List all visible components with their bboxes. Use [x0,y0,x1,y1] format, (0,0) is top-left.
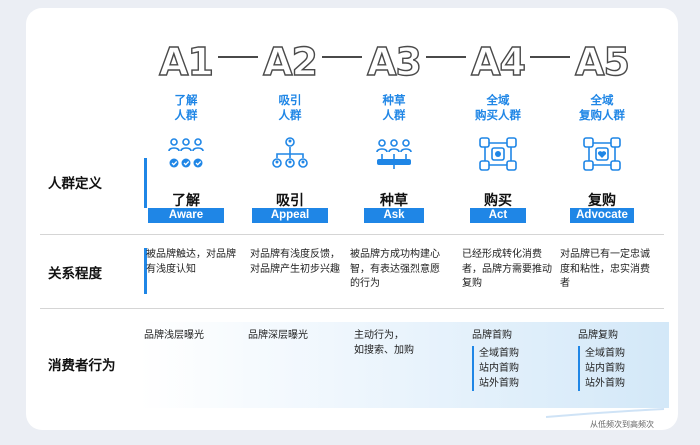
row-label-behavior: 消费者行为 [48,358,116,373]
behavior-a5-item: 全域首购 [585,348,625,359]
connector-line [218,56,258,58]
stage-tag-ask: Ask [364,208,424,223]
stage-cn-a5: 复购 [588,192,616,208]
stage-code-a3: A3 [366,39,422,84]
connector-line [426,56,466,58]
stage-name-a3: 种草 人群 [382,95,406,122]
behavior-a5-list: 全域首购 站内首购 站外首购 [578,346,625,391]
stage-name-a4: 全域 购买人群 [475,95,521,122]
group-connected-heart-icon [583,137,621,171]
divider [40,234,664,235]
behavior-a5-item: 站外首购 [585,378,625,389]
row-label-relation: 关系程度 [48,266,102,281]
row-marker [144,248,147,294]
behavior-a4-item: 全域首购 [479,348,519,359]
behavior-a5-item: 站内首购 [585,363,625,374]
row-label-definition: 人群定义 [48,176,102,191]
behavior-a4-item: 站外首购 [479,378,519,389]
stage-name-a5: 全域 复购人群 [579,95,625,122]
connector-line [530,56,570,58]
stage-code-a5: A5 [574,39,630,84]
stage-tag-aware: Aware [148,208,224,223]
diagram-card: A1 A2 A3 A4 A5 了解 人群 吸引 人群 种草 人群 全域 购买人群… [26,8,678,430]
stage-cn-a2: 吸引 [276,192,304,208]
behavior-a2: 品牌深层曝光 [248,330,308,341]
relation-desc-a1: 被品牌触达，对品牌有浅度认知 [146,249,236,275]
stage-tag-act: Act [470,208,526,223]
behavior-a4-title: 品牌首购 [472,330,512,341]
relation-desc-a3: 被品牌方成功构建心智，有表达强烈意愿的行为 [350,249,440,289]
stage-code-a1: A1 [158,39,214,84]
row-marker [144,158,147,208]
stage-cn-a1: 了解 [172,192,200,208]
relation-desc-a2: 对品牌有浅度反馈，对品牌产生初步兴趣 [250,249,340,275]
behavior-a1: 品牌浅层曝光 [144,330,204,341]
stage-name-a1: 了解 人群 [174,95,198,122]
stage-name-a2: 吸引 人群 [278,95,302,122]
stage-tag-appeal: Appeal [252,208,328,223]
stage-code-a4: A4 [470,39,526,84]
frequency-arrow [546,408,665,418]
divider [40,308,664,309]
stage-cn-a4: 购买 [484,192,512,208]
behavior-gradient-band [139,322,669,408]
behavior-a3: 主动行为， 如搜索、加购 [354,330,414,356]
relation-desc-a5: 对品牌已有一定忠诚度和粘性，忠实消费者 [560,249,650,289]
group-network-icon [376,139,412,169]
connector-line [322,56,362,58]
stage-code-a2: A2 [262,39,318,84]
frequency-note: 从低频次到高频次 [590,420,654,429]
behavior-a4-list: 全域首购 站内首购 站外首购 [472,346,519,391]
behavior-a5-title: 品牌复购 [578,330,618,341]
group-connected-icon [479,137,517,171]
stage-cn-a3: 种草 [380,192,408,208]
group-tree-icon [272,137,308,168]
relation-desc-a4: 已经形成转化消费者，品牌方需要推动复购 [462,249,552,289]
stage-tag-advocate: Advocate [570,208,634,223]
group-check-icon [168,138,204,168]
behavior-a4-item: 站内首购 [479,363,519,374]
